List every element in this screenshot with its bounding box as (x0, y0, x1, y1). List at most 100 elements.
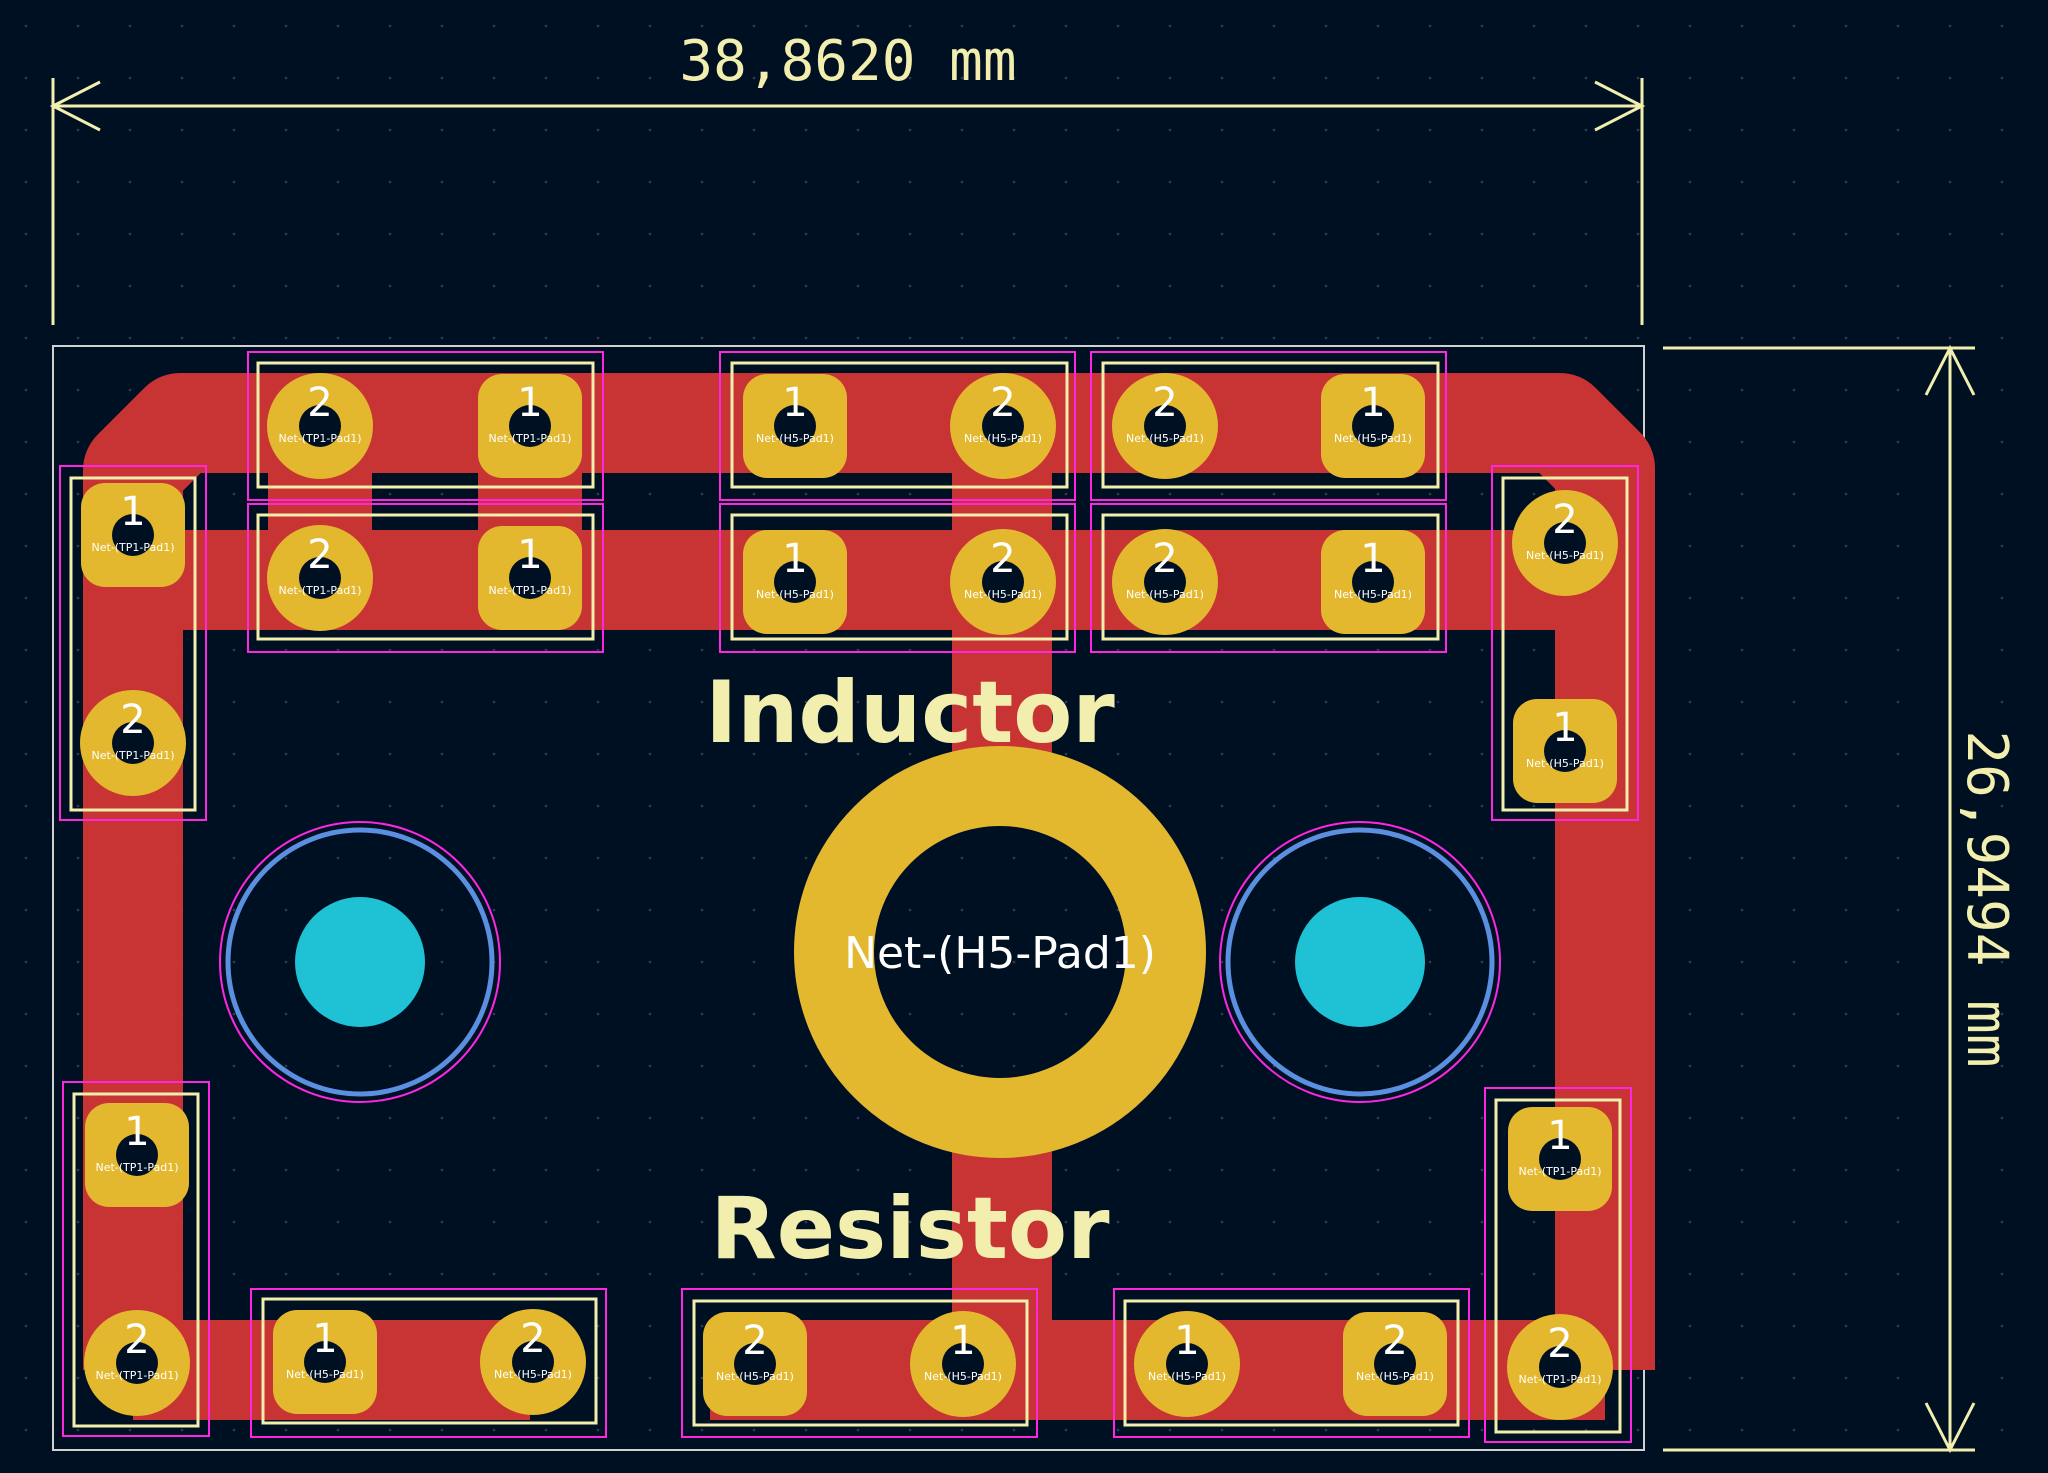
pad-net-label: Net-(H5-Pad1) (964, 588, 1042, 601)
pad-drill (942, 1343, 984, 1385)
pad-number: 2 (1552, 497, 1577, 543)
plated-mounting-hole[interactable]: Net-(H5-Pad1) (794, 746, 1206, 1158)
pad-number: 1 (782, 536, 807, 582)
pad-number: 2 (307, 532, 332, 578)
drill-hole (295, 897, 425, 1027)
pad-drill (1352, 405, 1394, 447)
pad-drill (982, 405, 1024, 447)
pad-number: 1 (1360, 380, 1385, 426)
hole-net-label: Net-(H5-Pad1) (844, 928, 1156, 979)
pad-net-label: Net-(TP1-Pad1) (95, 1369, 178, 1382)
pad-drill (112, 722, 154, 764)
pad-drill (982, 561, 1024, 603)
pad-drill (1144, 561, 1186, 603)
annular-ring (794, 746, 1206, 1158)
pad-net-label: Net-(H5-Pad1) (1126, 432, 1204, 445)
pad-number: 1 (1174, 1318, 1199, 1364)
pad-drill (304, 1341, 346, 1383)
pad-drill (1539, 1138, 1581, 1180)
pad-number: 1 (1552, 705, 1577, 751)
pad-drill (774, 405, 816, 447)
pad-number: 2 (120, 697, 145, 743)
pad-drill (1166, 1343, 1208, 1385)
height-dimension[interactable] (1663, 344, 1976, 1454)
pad-number: 2 (1382, 1318, 1407, 1364)
pad-number: 2 (990, 380, 1015, 426)
pad-number: 2 (307, 380, 332, 426)
pad-net-label: Net-(H5-Pad1) (494, 1368, 572, 1381)
footprint-outlines (69, 361, 1629, 1434)
pad-drill (1544, 730, 1586, 772)
dimension-arrow (1594, 80, 1646, 132)
pad-number: 1 (517, 532, 542, 578)
pad-net-label: Net-(H5-Pad1) (1126, 588, 1204, 601)
width-dimension[interactable] (49, 78, 1646, 325)
pad-net-label: Net-(TP1-Pad1) (91, 541, 174, 554)
pad-net-label: Net-(H5-Pad1) (1334, 432, 1412, 445)
pad-drill (1144, 405, 1186, 447)
pad-net-label: Net-(TP1-Pad1) (1518, 1165, 1601, 1178)
dimension-arrow (49, 80, 101, 132)
mounting-hole-right[interactable] (1219, 821, 1501, 1103)
hole-ring (225, 827, 495, 1097)
hole-courtyard (219, 821, 501, 1103)
pad-number: 1 (124, 1109, 149, 1155)
pad-net-label: Net-(H5-Pad1) (1526, 549, 1604, 562)
pad-number: 2 (1152, 536, 1177, 582)
pad-number: 1 (950, 1318, 975, 1364)
pad-drill (774, 561, 816, 603)
resistor-label: Resistor (710, 1179, 1110, 1279)
pad-drill (734, 1343, 776, 1385)
width-dimension-label: 38,8620 mm (679, 29, 1016, 94)
dimension-arrow (1924, 1402, 1976, 1454)
hole-ring (1225, 827, 1495, 1097)
pad-net-label: Net-(H5-Pad1) (964, 432, 1042, 445)
pad-net-label: Net-(H5-Pad1) (1148, 1370, 1226, 1383)
pad-number: 1 (517, 380, 542, 426)
pad-net-label: Net-(H5-Pad1) (1334, 588, 1412, 601)
pad-number: 2 (1547, 1321, 1572, 1367)
pads[interactable]: 2Net-(TP1-Pad1)1Net-(TP1-Pad1)2Net-(TP1-… (80, 373, 1618, 1420)
pad-drill (1539, 1346, 1581, 1388)
pad-net-label: Net-(H5-Pad1) (924, 1370, 1002, 1383)
pad-drill (116, 1134, 158, 1176)
pad-number: 2 (520, 1316, 545, 1362)
pad-drill (509, 405, 551, 447)
dimension-arrow (1924, 344, 1976, 396)
pad-net-label: Net-(TP1-Pad1) (488, 432, 571, 445)
pad-drill (1374, 1343, 1416, 1385)
mounting-hole-left[interactable] (219, 821, 501, 1103)
pad-net-label: Net-(TP1-Pad1) (488, 584, 571, 597)
pad-net-label: Net-(H5-Pad1) (756, 588, 834, 601)
pad-drill (299, 557, 341, 599)
inductor-label: Inductor (705, 663, 1115, 763)
hole-courtyard (1219, 821, 1501, 1103)
